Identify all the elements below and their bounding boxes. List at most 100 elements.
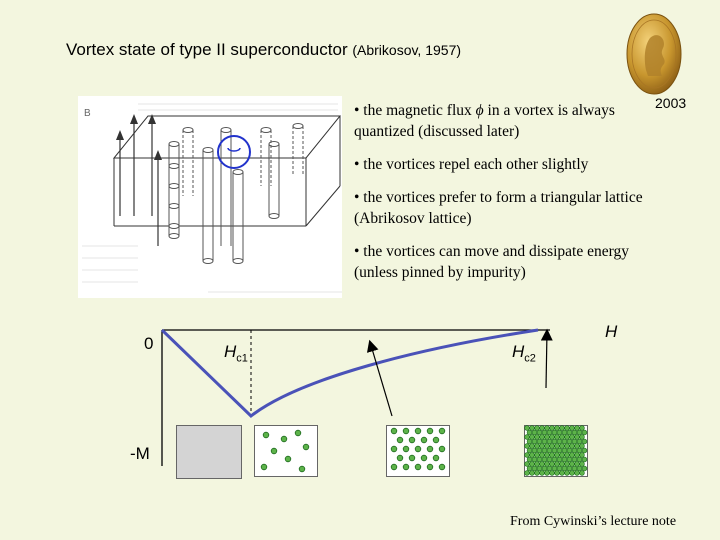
vortex-dot	[539, 461, 545, 467]
vortex-dot	[549, 452, 555, 458]
vortex-dot	[551, 429, 558, 436]
vortex-dot	[571, 438, 578, 445]
vortex-dot	[529, 425, 535, 431]
vortex-dot	[569, 443, 575, 449]
vortex-dot	[574, 443, 580, 449]
vortex-dot	[576, 465, 583, 472]
vortex-dot	[571, 447, 578, 454]
vortex-dot	[579, 452, 585, 458]
vortex-dot	[526, 465, 533, 472]
vortex-dot	[551, 465, 558, 472]
vortex-dot	[579, 461, 585, 467]
vortex-dot	[581, 447, 588, 454]
vortex-dot	[536, 465, 543, 472]
vortex-dot	[551, 456, 558, 463]
vortex-dot	[564, 434, 570, 440]
vortex-dot	[524, 461, 530, 467]
b-ext-label: B	[84, 108, 91, 119]
h-axis-text: H	[605, 322, 618, 341]
vortex-dot	[569, 470, 575, 476]
vortex-dot	[556, 465, 563, 472]
vortex-dot	[559, 461, 565, 467]
vortex-dot	[574, 461, 580, 467]
medium-density-vortex-sample	[386, 425, 450, 477]
vortex-dot	[561, 429, 568, 436]
vortex-dot	[541, 465, 548, 472]
vortex-dot	[566, 438, 573, 445]
magnetization-plot	[160, 328, 553, 466]
nobel-year: 2003	[655, 95, 687, 111]
vortex-dot	[546, 438, 553, 445]
high-density-vortex-sample	[524, 425, 588, 477]
slide-title: Vortex state of type II superconductor (…	[66, 40, 461, 60]
vortex-dot	[576, 447, 583, 454]
vortex-dot	[549, 425, 555, 431]
vortex-dot	[549, 461, 555, 467]
vortex-dot	[534, 434, 540, 440]
hc2-sub: c2	[524, 352, 536, 365]
arrow-to-hc2	[540, 328, 553, 389]
vortex-dot	[579, 470, 585, 476]
vortex-dot	[551, 447, 558, 454]
vortex-dot	[539, 470, 545, 476]
vortex-dot	[556, 438, 563, 445]
bullet-vortices-move: • the vortices can move and dissipate en…	[354, 243, 630, 281]
vortex-dot	[529, 452, 535, 458]
vortex-dot	[571, 429, 578, 436]
vortex-dot	[571, 456, 578, 463]
vortex-dot	[531, 447, 538, 454]
vortex-dot	[554, 443, 560, 449]
meissner-state-sample	[176, 425, 242, 479]
vortex-dot	[524, 443, 530, 449]
vortex-dot	[549, 470, 555, 476]
vortex-dot	[534, 452, 540, 458]
vortex-dot	[544, 425, 550, 431]
h-axis-label: H	[605, 322, 617, 342]
vortex-dot	[544, 470, 550, 476]
vortex-dot	[539, 452, 545, 458]
origin-label: 0	[144, 334, 154, 353]
vortex-block-figure: B	[78, 96, 342, 298]
vortex-dot	[559, 452, 565, 458]
vortex-dot	[524, 434, 530, 440]
bullet-flux-quantized: • the magnetic flux ϕ in a vortex is alw…	[354, 100, 674, 142]
vortex-dot	[569, 434, 575, 440]
nobel-medal-icon	[626, 13, 682, 95]
vortex-dot	[529, 461, 535, 467]
vortex-dot	[526, 447, 533, 454]
vortex-dot	[559, 425, 565, 431]
title-sub: (Abrikosov, 1957)	[352, 42, 462, 58]
vortex-dot	[581, 429, 588, 436]
vortex-dot	[541, 429, 548, 436]
vortex-dot	[541, 456, 548, 463]
vortex-dot	[564, 425, 570, 431]
vortex-dot	[566, 447, 573, 454]
vortex-dot	[544, 461, 550, 467]
bullet-list: • the magnetic flux ϕ in a vortex is alw…	[354, 100, 674, 295]
vortex-dot	[554, 434, 560, 440]
vortex-dot	[546, 429, 553, 436]
vortex-dot	[576, 429, 583, 436]
bullet-triangular-lattice: • the vortices prefer to form a triangul…	[354, 189, 643, 227]
vortex-dot	[549, 434, 555, 440]
vortex-dot	[561, 438, 568, 445]
vortex-dot	[581, 438, 588, 445]
vortex-dot	[564, 443, 570, 449]
vortex-dot	[561, 465, 568, 472]
vortex-dot	[564, 452, 570, 458]
vortex-dot	[549, 443, 555, 449]
hc2-main: H	[512, 342, 525, 361]
vortex-dot	[554, 461, 560, 467]
vortex-dot	[556, 456, 563, 463]
vortex-dot	[534, 461, 540, 467]
vortex-dot	[529, 470, 535, 476]
vortex-dot	[524, 452, 530, 458]
vortex-dot	[579, 434, 585, 440]
title-main: Vortex state of type II superconductor	[66, 40, 348, 59]
vortex-dot	[569, 425, 575, 431]
vortex-dot	[544, 434, 550, 440]
vortex-dot	[559, 470, 565, 476]
vortex-dot	[536, 456, 543, 463]
phi-symbol: ϕ	[475, 102, 484, 119]
vortex-dot	[534, 443, 540, 449]
